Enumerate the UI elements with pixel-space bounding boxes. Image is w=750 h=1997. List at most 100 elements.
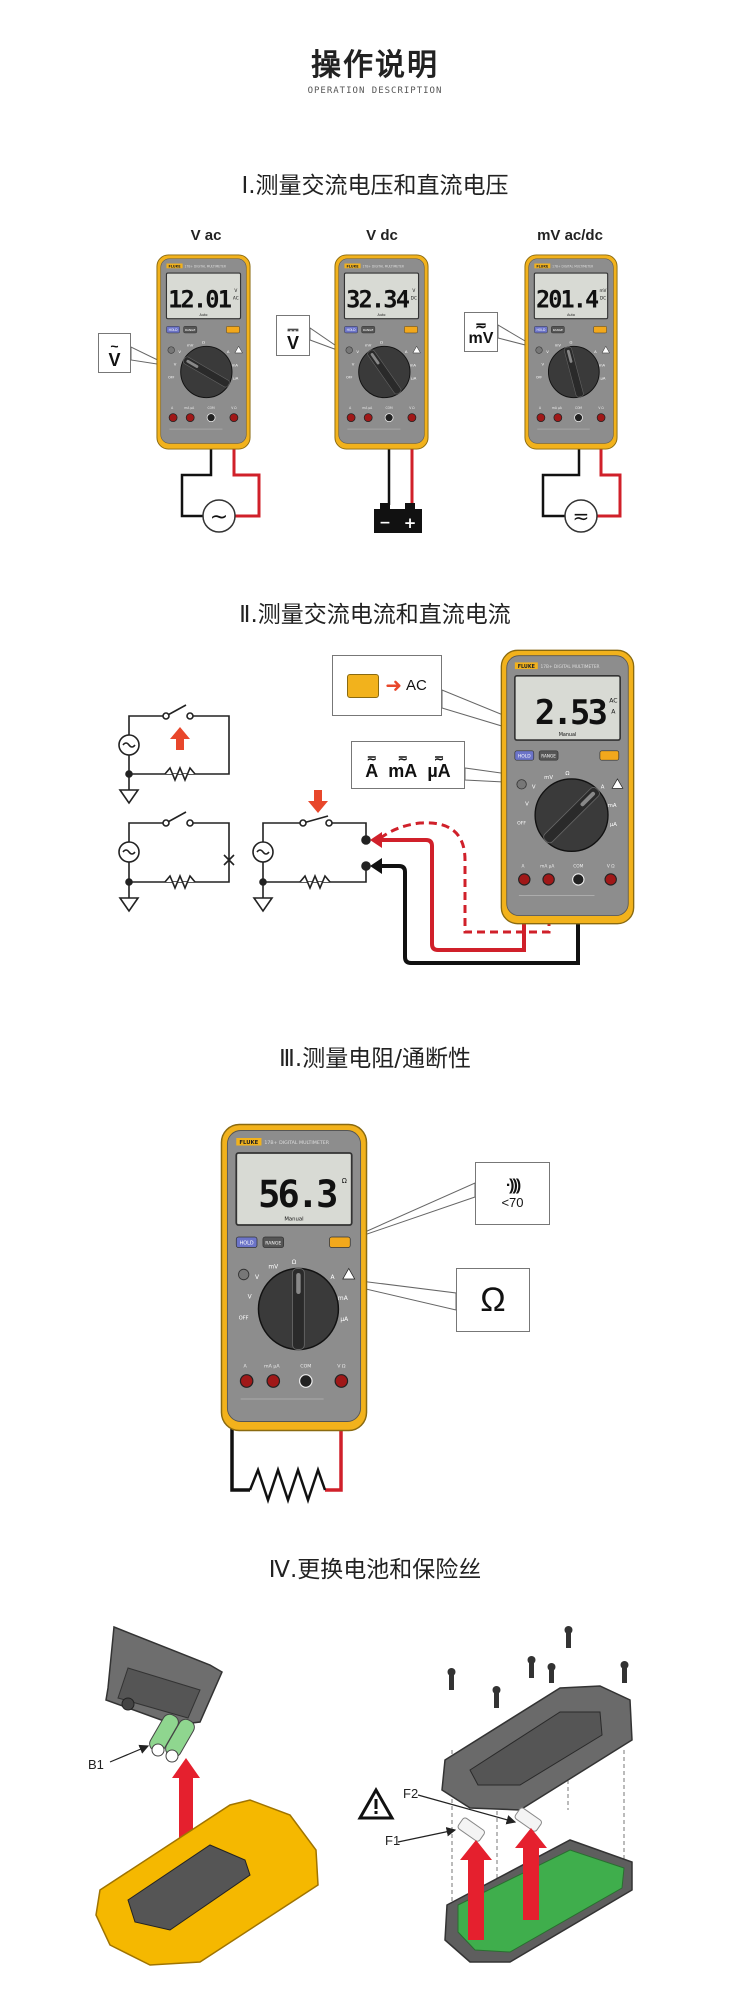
jack-a[interactable] [346, 413, 356, 423]
dial-label-ma: mA [608, 803, 617, 809]
function-button-yellow[interactable] [599, 750, 620, 761]
jack-label-v: V Ω [409, 406, 415, 410]
jack-ma[interactable] [185, 413, 195, 423]
backlight-button[interactable] [167, 346, 175, 354]
brand-logo: FLUKE [239, 1140, 258, 1146]
jack-com[interactable] [574, 413, 583, 423]
hold-button[interactable] [166, 326, 180, 334]
warning-icon [342, 1267, 356, 1280]
backlight-button[interactable] [516, 779, 527, 790]
dial-label-ohm: Ω [292, 1259, 297, 1266]
dial-label-ua: µA [600, 376, 605, 381]
lcd-unit-top: mV [599, 288, 606, 294]
lcd-mode: Auto [567, 313, 575, 317]
meter-label-vdc: V dc [366, 227, 398, 244]
hold-button[interactable] [534, 326, 548, 334]
lcd-mode: Auto [200, 313, 208, 317]
jack-a[interactable] [239, 1374, 254, 1388]
backlight-button[interactable] [345, 346, 353, 354]
jack-v[interactable] [334, 1374, 349, 1388]
multimeter-current: FLUKE 17B+ DIGITAL MULTIMETER 2.53 AC A … [500, 649, 635, 925]
backlight-button[interactable] [238, 1268, 250, 1281]
hold-button-label: HOLD [536, 328, 545, 332]
dial-label-off: OFF [517, 821, 526, 827]
jack-ma[interactable] [266, 1374, 281, 1388]
function-button-yellow[interactable] [329, 1236, 351, 1248]
jack-a[interactable] [536, 413, 546, 423]
lcd-unit-bottom: A [611, 708, 616, 715]
function-button-yellow[interactable] [593, 326, 607, 334]
multimeter-vdc: FLUKE 17B+ DIGITAL MULTIMETER 32.34 V DC… [334, 254, 429, 450]
jack-a[interactable] [168, 413, 178, 423]
dial-label-off: OFF [168, 376, 174, 380]
jack-label-v: V Ω [231, 406, 237, 410]
lcd-reading: 2.53 [535, 693, 607, 732]
ac-dc-symbol: ≂ [475, 317, 487, 333]
yellow-button-press-icon [347, 673, 380, 698]
jack-v[interactable] [596, 413, 606, 423]
dial-pointer [292, 1268, 305, 1350]
range-button[interactable] [538, 750, 559, 761]
break-mark-icon [223, 854, 235, 866]
ground-icon [118, 789, 140, 805]
label-b1: B1 [88, 1757, 104, 1772]
jack-v[interactable] [604, 873, 617, 886]
warning-icon [601, 345, 610, 354]
function-button-yellow[interactable] [226, 326, 240, 334]
hold-button[interactable] [344, 326, 358, 334]
jack-v[interactable] [229, 413, 239, 423]
model-name: 17B+ DIGITAL MULTIMETER [541, 664, 600, 670]
black-test-lead [180, 418, 213, 518]
dial-label-ua: µA [411, 376, 416, 381]
dial-label-vac: V [352, 361, 355, 366]
jack-label-ma: mA µA [184, 406, 195, 410]
jack-ma[interactable] [542, 873, 555, 886]
range-button[interactable] [183, 326, 198, 334]
hold-button[interactable] [235, 1236, 258, 1248]
range-button-label: RANGE [541, 754, 556, 759]
range-button[interactable] [262, 1236, 285, 1248]
dial-label-mv: mV [187, 342, 194, 347]
resistor-icon [164, 873, 196, 891]
dial-label-vdc: V [532, 784, 536, 790]
jack-ma[interactable] [553, 413, 563, 423]
jack-v[interactable] [407, 413, 417, 423]
jack-ma[interactable] [363, 413, 373, 423]
ac-dc-source-symbol: ≂ [573, 504, 590, 528]
red-test-lead [378, 838, 526, 952]
battery-terminal-plus [405, 503, 415, 509]
jack-a[interactable] [518, 873, 531, 886]
mv-circuit: ≂ [541, 418, 622, 533]
jack-label-com: COM [575, 406, 582, 410]
section4-title: Ⅳ.更换电池和保险丝 [268, 1557, 482, 1583]
backlight-button[interactable] [535, 346, 543, 354]
brand-badge [344, 263, 361, 269]
callout-unit: mV [468, 330, 494, 347]
jack-com[interactable] [299, 1374, 313, 1388]
hold-button[interactable] [514, 750, 535, 761]
jack-label-ma: mA µA [362, 406, 373, 410]
dial-label-ua: µA [233, 376, 238, 381]
jack-com[interactable] [206, 413, 216, 423]
ac-symbol: ~ [110, 338, 119, 354]
circuit-broken [118, 811, 235, 913]
resistor-icon [248, 1466, 327, 1504]
range-button[interactable] [361, 326, 376, 334]
model-name: 17B+ DIGITAL MULTIMETER [552, 264, 594, 268]
function-button-yellow[interactable] [404, 326, 418, 334]
range-button[interactable] [551, 326, 565, 334]
dial-label-mv: mV [268, 1263, 279, 1270]
jack-label-a: A [244, 1363, 248, 1369]
dial-label-ohm: Ω [202, 339, 205, 344]
callout-vac: ~ V [98, 333, 131, 373]
battery-compartment [127, 1844, 251, 1931]
jack-com[interactable] [572, 873, 585, 886]
jack-com[interactable] [384, 413, 394, 423]
unit-a: A [365, 761, 379, 781]
jack-label-com: COM [386, 406, 393, 410]
battery-minus-label: − [379, 515, 391, 531]
battery-terminal-minus [380, 503, 390, 509]
circuit-open-switch [118, 704, 230, 805]
resistor-icon [164, 765, 196, 783]
ac-source-icon [202, 499, 236, 533]
